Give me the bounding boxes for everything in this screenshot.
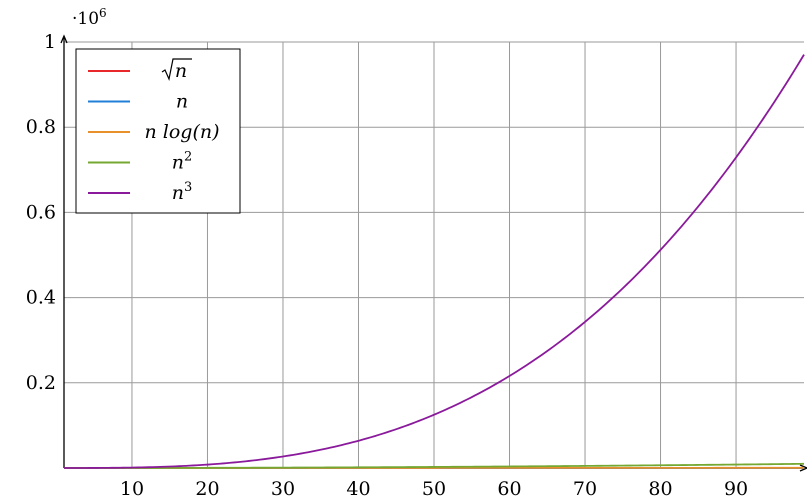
x-tick-label-30: 30 — [271, 478, 295, 500]
y-tick-label-1: 1 — [44, 31, 56, 53]
series-line-4 — [64, 54, 805, 469]
radical-sign — [161, 58, 192, 81]
x-axis-arrow — [799, 464, 807, 472]
y-tick-label-0.2: 0.2 — [26, 372, 56, 394]
x-tick-label-90: 90 — [724, 478, 748, 500]
y-tick-label-0.4: 0.4 — [26, 287, 56, 309]
x-tick-label-80: 80 — [648, 478, 672, 500]
series-line-3 — [64, 462, 805, 469]
y-tick-label-0.8: 0.8 — [26, 116, 56, 138]
legend-label-2: n log(n) — [144, 121, 219, 143]
x-tick-label-60: 60 — [497, 478, 521, 500]
series-lines — [64, 54, 805, 469]
legend-label-0: n — [175, 60, 187, 82]
y-tick-label-0.6: 0.6 — [26, 201, 56, 223]
legend-label-4: n3 — [172, 180, 193, 204]
y-axis-arrow — [60, 34, 68, 44]
x-tick-label-10: 10 — [120, 478, 144, 500]
tick-labels: 10 20 30 40 50 60 70 80 90 0.2 0.4 0.6 0.8 1 — [26, 31, 748, 500]
x-tick-label-20: 20 — [195, 478, 219, 500]
x-tick-label-40: 40 — [346, 478, 370, 500]
legend-label-3: n2 — [172, 150, 193, 174]
legend: nn n log(n) n2 n3 — [75, 48, 241, 214]
legend-label-1: n — [176, 91, 188, 113]
x-tick-label-70: 70 — [573, 478, 597, 500]
x-tick-label-50: 50 — [422, 478, 446, 500]
y-scale-label: ·106 — [72, 6, 107, 29]
